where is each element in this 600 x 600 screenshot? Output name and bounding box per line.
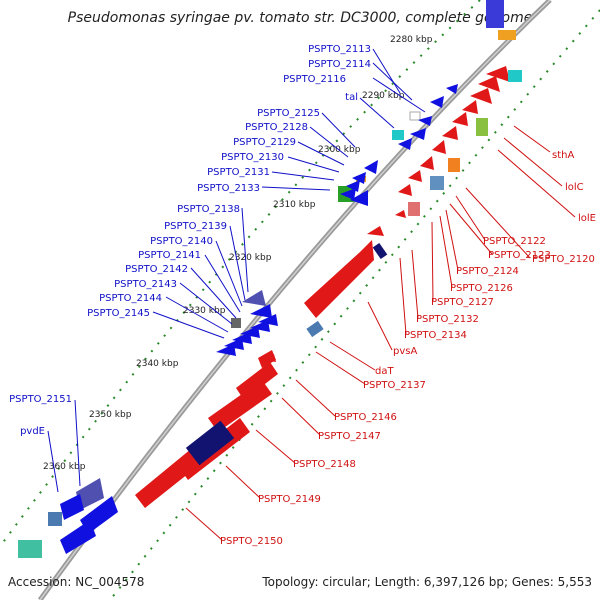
gene-label-lolE[interactable]: lolE [578,213,596,224]
gene-PSPTO_2138[interactable] [242,290,266,306]
gene-label-tal[interactable]: tal [345,92,358,103]
kbp-label: 2330 kbp [183,306,226,316]
gene-PSPTO_2124[interactable] [432,140,446,154]
gene-PSPTO_2151[interactable] [76,478,104,510]
right-gene-labels: sthA lolC lolE PSPTO_2122 PSPTO_2123 PSP… [220,150,596,547]
gene-PSPTO_2133[interactable] [350,190,368,206]
gene-label-PSPTO_2130[interactable]: PSPTO_2130 [221,152,284,163]
gene-label-PSPTO_2126[interactable]: PSPTO_2126 [450,283,513,294]
gene-lolE[interactable] [470,88,492,104]
gene-PSPTO_2147[interactable] [208,380,272,432]
gene-label-PSPTO_2142[interactable]: PSPTO_2142 [125,264,188,275]
gene-label-PSPTO_2134[interactable]: PSPTO_2134 [404,330,467,341]
gene-label-PSPTO_2129[interactable]: PSPTO_2129 [233,137,296,148]
gene-label-PSPTO_2141[interactable]: PSPTO_2141 [138,250,201,261]
gene-PSPTO_2146[interactable] [236,362,278,400]
kbp-label: 2280 kbp [390,35,433,45]
gene-PSPTO_2113[interactable] [418,116,432,126]
gene-PSPTO_2134[interactable] [367,226,384,236]
gene-label-PSPTO_2137[interactable]: PSPTO_2137 [363,380,426,391]
gene-label-pvdE[interactable]: pvdE [20,426,45,437]
gene-label-PSPTO_2123[interactable]: PSPTO_2123 [488,250,551,261]
gene-PSPTO_2132[interactable] [398,184,412,196]
gene-label-PSPTO_2145[interactable]: PSPTO_2145 [87,308,150,319]
forward-strand-genes [60,84,458,554]
gene-label-PSPTO_2139[interactable]: PSPTO_2139 [164,221,227,232]
gene-label-PSPTO_2131[interactable]: PSPTO_2131 [207,167,270,178]
gene-PSPTO_2127[interactable] [408,170,422,182]
gene-lolC[interactable] [478,76,500,92]
gene-label-PSPTO_2140[interactable]: PSPTO_2140 [150,236,213,247]
gene-label-PSPTO_2120[interactable]: PSPTO_2120 [532,254,595,265]
gene-PSPTO_2116[interactable] [446,84,458,94]
map-title: Pseudomonas syringae pv. tomato str. DC3… [68,10,533,26]
gene-label-pvsA[interactable]: pvsA [393,346,417,357]
kbp-label: 2350 kbp [89,410,132,420]
gene-PSPTO_2114[interactable] [430,96,444,108]
gene-PSPTO_2120[interactable] [462,100,478,114]
genome-summary-text: Topology: circular; Length: 6,397,126 bp… [261,575,592,589]
accession-text: Accession: NC_004578 [8,575,144,589]
block-navy-2148 [185,420,235,466]
chromosome-backbone-highlight [39,0,551,600]
gene-PSPTO_2131[interactable] [340,188,356,200]
kbp-label: 2340 kbp [136,359,179,369]
gene-label-PSPTO_2133[interactable]: PSPTO_2133 [197,183,260,194]
kbp-label: 2360 kbp [43,462,86,472]
gene-label-PSPTO_2151[interactable]: PSPTO_2151 [9,394,72,405]
left-gene-labels: PSPTO_2113 PSPTO_2114 PSPTO_2116 tal PSP… [9,44,371,437]
gene-label-PSPTO_2144[interactable]: PSPTO_2144 [99,293,162,304]
gene-misc-1 [262,354,276,362]
gene-PSPTO_2123[interactable] [442,126,458,140]
gene-label-PSPTO_2150[interactable]: PSPTO_2150 [220,536,283,547]
left-leader-lines [47,48,426,493]
gene-label-lolC[interactable]: lolC [565,182,584,193]
block-navy-2137 [372,242,388,260]
gene-misc-2 [395,210,406,218]
gene-label-PSPTO_2125[interactable]: PSPTO_2125 [257,108,320,119]
misc-colored-blocks [18,0,522,558]
right-leader-lines [185,125,576,541]
gene-label-PSPTO_2124[interactable]: PSPTO_2124 [456,266,519,277]
gene-PSPTO_2122[interactable] [452,112,468,126]
gene-label-PSPTO_2148[interactable]: PSPTO_2148 [293,459,356,470]
gene-PSPTO_2125[interactable] [398,138,412,150]
gene-sthA[interactable] [486,66,510,82]
gene-tal[interactable] [410,128,426,140]
kbp-label: 2320 kbp [229,253,272,263]
gene-label-sthA[interactable]: sthA [552,150,574,161]
gene-label-PSPTO_2116[interactable]: PSPTO_2116 [283,74,346,85]
gene-label-daT[interactable]: daT [375,366,394,377]
gene-PSPTO_2137[interactable] [304,240,374,318]
gene-label-PSPTO_2132[interactable]: PSPTO_2132 [416,314,479,325]
gene-label-PSPTO_2122[interactable]: PSPTO_2122 [483,236,546,247]
gene-PSPTO_2145[interactable] [216,344,236,356]
kbp-label: 2310 kbp [273,200,316,210]
gene-label-PSPTO_2128[interactable]: PSPTO_2128 [245,122,308,133]
block-blue-grey [306,320,324,338]
gene-PSPTO_2130[interactable] [346,180,360,192]
gene-label-PSPTO_2146[interactable]: PSPTO_2146 [334,412,397,423]
gene-label-PSPTO_2149[interactable]: PSPTO_2149 [258,494,321,505]
gene-label-PSPTO_2143[interactable]: PSPTO_2143 [114,279,177,290]
gene-label-PSPTO_2147[interactable]: PSPTO_2147 [318,431,381,442]
gene-label-PSPTO_2114[interactable]: PSPTO_2114 [308,59,371,70]
gene-pvdE[interactable] [60,494,84,520]
gc-track-inner [0,0,481,549]
gene-PSPTO_2126[interactable] [420,156,434,170]
gene-label-PSPTO_2127[interactable]: PSPTO_2127 [431,297,494,308]
gene-label-PSPTO_2113[interactable]: PSPTO_2113 [308,44,371,55]
gene-PSPTO_2128[interactable] [364,160,378,174]
kbp-label: 2290 kbp [362,91,405,101]
gene-label-PSPTO_2138[interactable]: PSPTO_2138 [177,204,240,215]
gene-PSPTO_2129[interactable] [352,172,366,184]
gene-blue-cluster-2 [60,520,96,554]
gene-PSPTO_2139[interactable] [250,304,272,318]
